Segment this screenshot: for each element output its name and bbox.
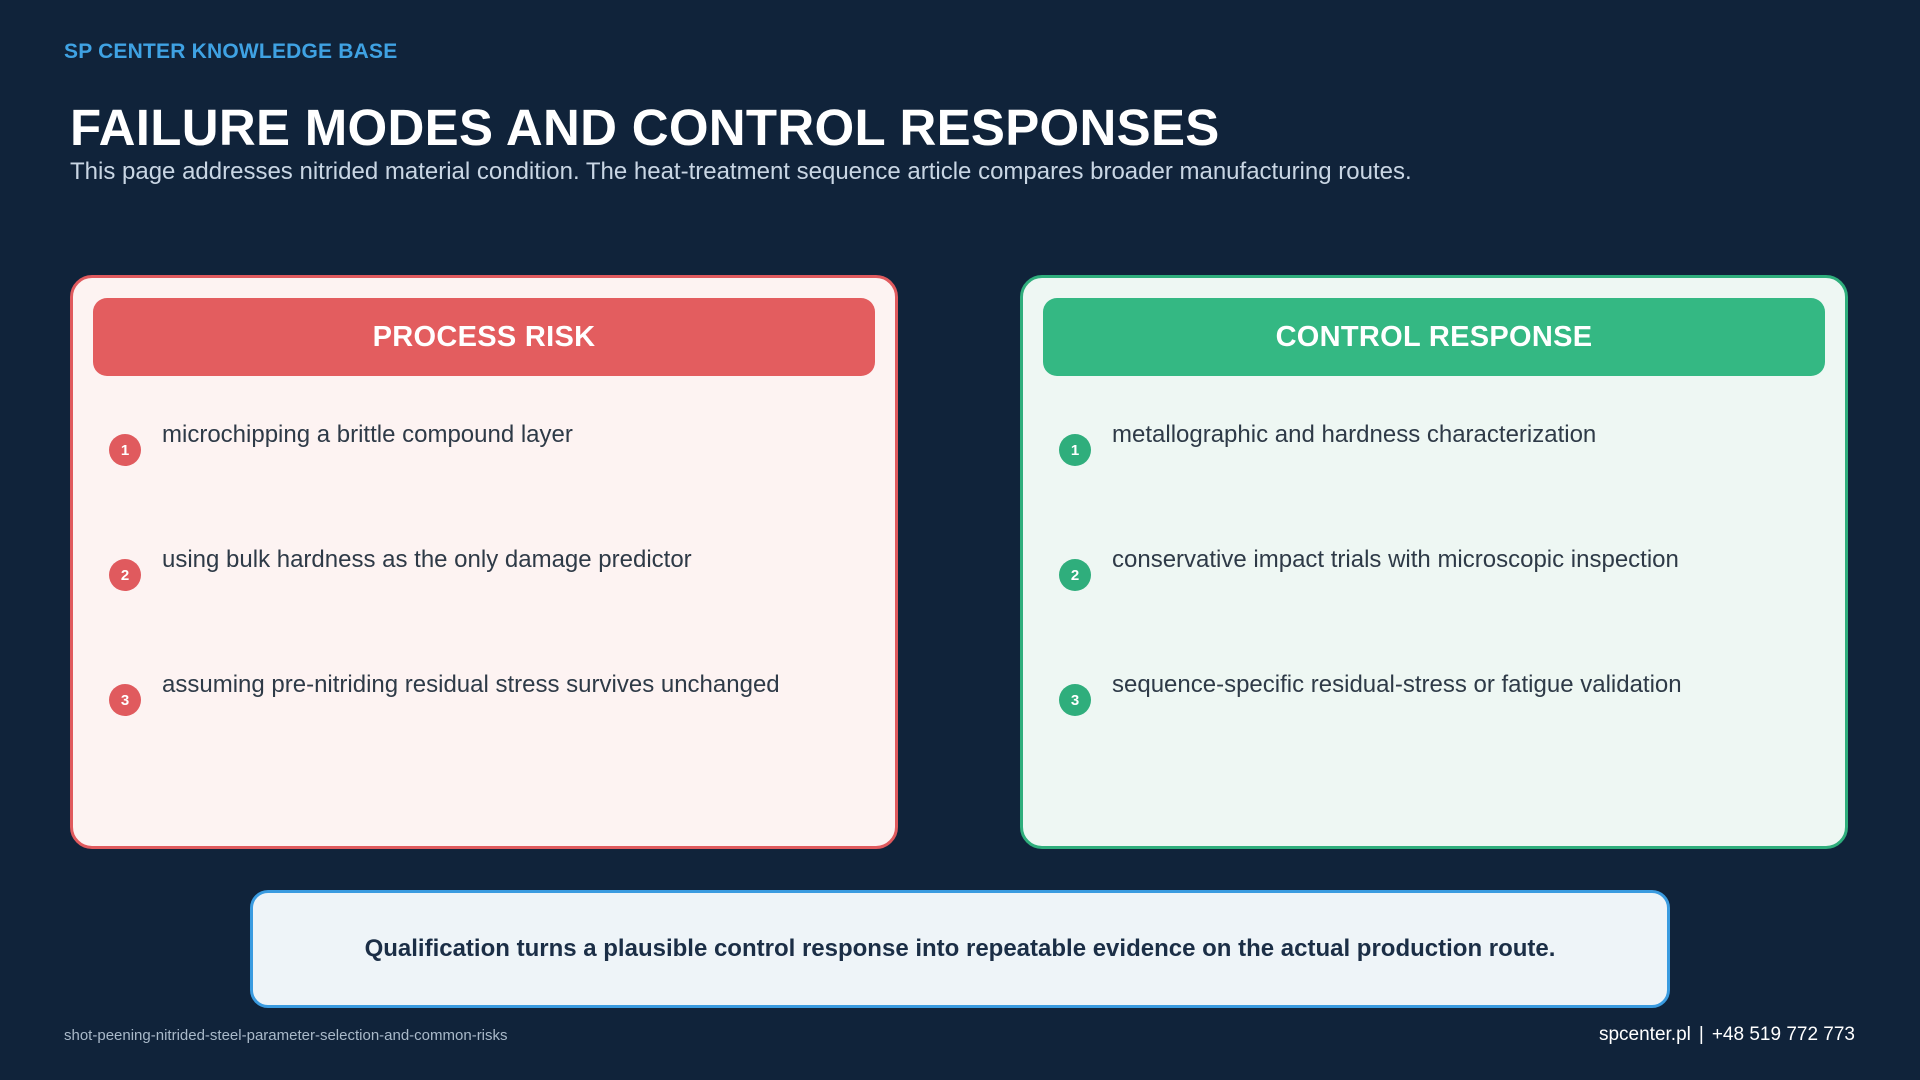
control-response-header: CONTROL RESPONSE xyxy=(1043,298,1825,376)
control-item-text: metallographic and hardness characteriza… xyxy=(1112,421,1597,448)
process-risk-panel: PROCESS RISK 1 microchipping a brittle c… xyxy=(70,275,898,849)
risk-item-2: 2 using bulk hardness as the only damage… xyxy=(109,546,865,606)
control-number-badge: 3 xyxy=(1059,684,1091,716)
footer-separator: | xyxy=(1698,1024,1704,1045)
control-response-panel: CONTROL RESPONSE 1 metallographic and ha… xyxy=(1020,275,1848,849)
control-number-badge: 1 xyxy=(1059,434,1091,466)
control-item-2: 2 conservative impact trials with micros… xyxy=(1059,546,1815,606)
control-item-text: sequence-specific residual-stress or fat… xyxy=(1112,671,1682,698)
footer-website: spcenter.pl xyxy=(1598,1024,1691,1045)
process-risk-header: PROCESS RISK xyxy=(93,298,875,376)
callout-text: Qualification turns a plausible control … xyxy=(364,935,1556,962)
page-title: FAILURE MODES AND CONTROL RESPONSES xyxy=(70,99,1220,156)
risk-item-text: assuming pre-nitriding residual stress s… xyxy=(162,671,780,698)
control-number-badge: 2 xyxy=(1059,559,1091,591)
footer-contact: spcenter.pl | +48 519 772 773 xyxy=(1599,1024,1855,1046)
qualification-callout: Qualification turns a plausible control … xyxy=(250,890,1670,1008)
risk-number-badge: 3 xyxy=(109,684,141,716)
control-item-text: conservative impact trials with microsco… xyxy=(1112,546,1679,573)
risk-item-1: 1 microchipping a brittle compound layer xyxy=(109,421,865,481)
risk-item-text: microchipping a brittle compound layer xyxy=(162,421,573,448)
control-item-1: 1 metallographic and hardness characteri… xyxy=(1059,421,1815,481)
footer-phone: +48 519 772 773 xyxy=(1711,1024,1855,1045)
footer-page-slug: shot-peening-nitrided-steel-parameter-se… xyxy=(64,1027,508,1044)
risk-number-badge: 1 xyxy=(109,434,141,466)
risk-item-text: using bulk hardness as the only damage p… xyxy=(162,546,692,573)
risk-item-3: 3 assuming pre-nitriding residual stress… xyxy=(109,671,865,731)
risk-number-badge: 2 xyxy=(109,559,141,591)
page-subtitle: This page addresses nitrided material co… xyxy=(70,158,1412,185)
control-item-3: 3 sequence-specific residual-stress or f… xyxy=(1059,671,1815,731)
brand-label: SP CENTER KNOWLEDGE BASE xyxy=(64,40,398,63)
